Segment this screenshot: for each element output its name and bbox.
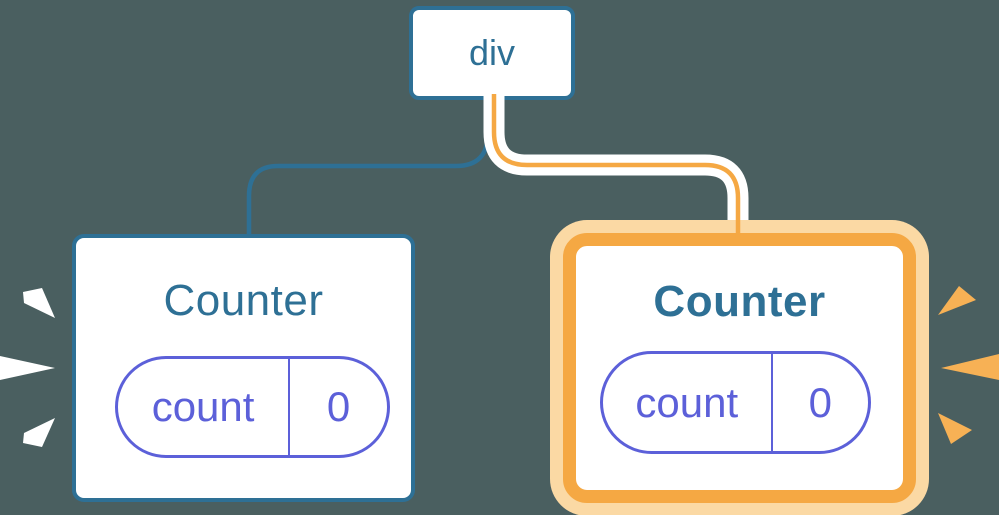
state-value: 0 (808, 378, 832, 426)
emphasis-burst-left-bottom (23, 418, 55, 447)
counter-node-left: Counter count 0 (72, 234, 415, 502)
emphasis-burst-left-middle (0, 356, 55, 380)
emphasis-burst-right-bottom (938, 413, 972, 444)
state-value: 0 (326, 383, 351, 430)
emphasis-burst-left-top (23, 288, 55, 318)
state-pill: count 0 (600, 351, 871, 454)
state-name: count (118, 359, 291, 455)
root-node-div: div (409, 6, 575, 100)
counter-node-right-highlighted: Counter count 0 (563, 233, 916, 503)
edge-to-right-counter-core (491, 94, 741, 238)
root-node-label: div (468, 32, 516, 73)
edge-to-right-counter-casing (483, 92, 749, 228)
counter-title: Counter (653, 277, 826, 326)
edge-to-left-counter (246, 97, 491, 244)
state-name: count (603, 354, 773, 451)
state-pill: count 0 (115, 356, 390, 458)
emphasis-burst-right-top (938, 286, 976, 315)
counter-title: Counter (163, 276, 324, 325)
emphasis-burst-right-middle (941, 354, 999, 380)
